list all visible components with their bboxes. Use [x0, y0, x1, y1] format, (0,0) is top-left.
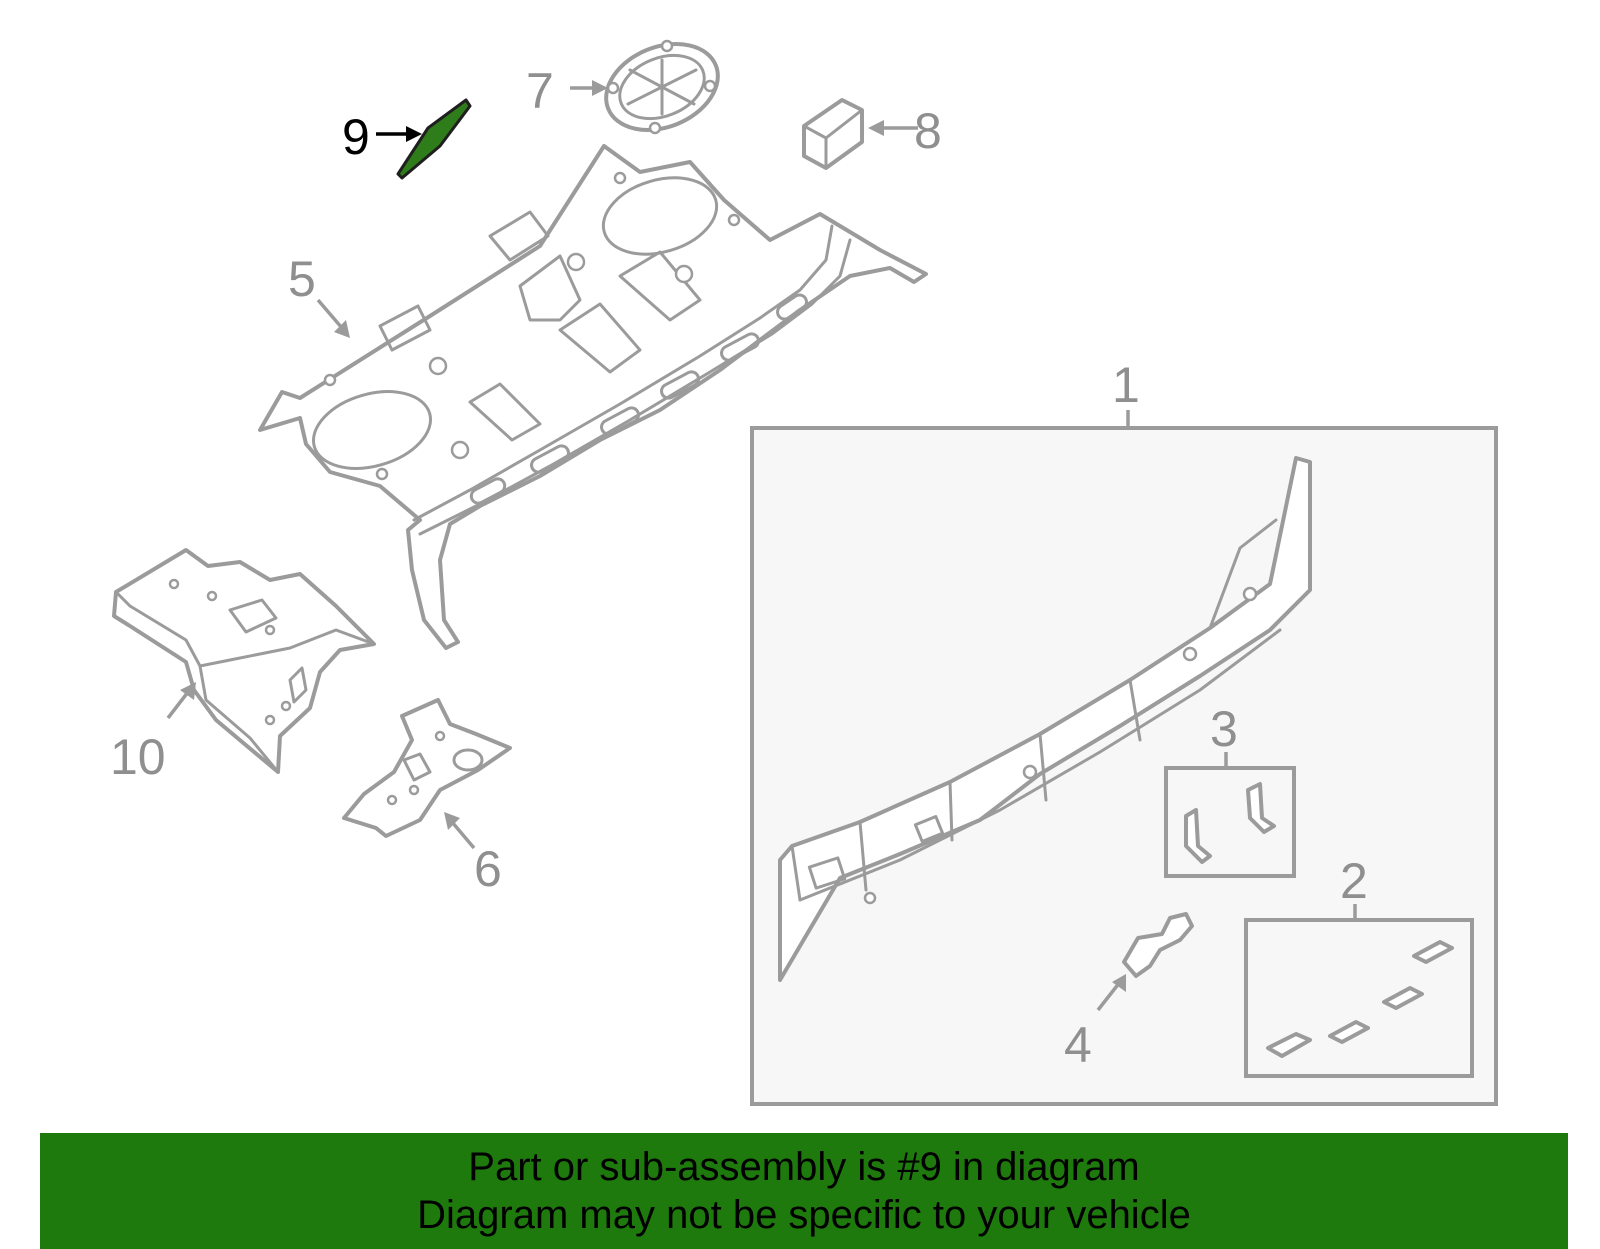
- callout-10: 10: [110, 729, 166, 785]
- callout-8: 8: [914, 103, 942, 159]
- part-4-bracket[interactable]: [1122, 912, 1194, 978]
- part-6-reinforcement[interactable]: [342, 698, 512, 838]
- part-8-block[interactable]: [802, 98, 864, 170]
- callout-4: 4: [1064, 1017, 1092, 1073]
- callout-2: 2: [1340, 853, 1368, 909]
- part-9-highlighted[interactable]: [396, 98, 472, 180]
- part-1-rear-panel[interactable]: [778, 456, 1312, 982]
- part-7-speaker-bracket[interactable]: [593, 28, 731, 146]
- info-banner: Part or sub-assembly is #9 in diagram Di…: [40, 1133, 1568, 1249]
- banner-line-part-info: Part or sub-assembly is #9 in diagram: [468, 1145, 1140, 1189]
- callout-6: 6: [474, 841, 502, 897]
- part-5-rear-parcel-shelf[interactable]: [258, 144, 928, 650]
- callout-1: 1: [1112, 357, 1140, 413]
- part-3-brackets[interactable]: [1184, 782, 1276, 864]
- callout-leaders: [166, 80, 1357, 1012]
- banner-line-disclaimer: Diagram may not be specific to your vehi…: [417, 1193, 1191, 1237]
- part-2-clips[interactable]: [1266, 940, 1454, 1058]
- callout-7: 7: [526, 63, 554, 119]
- callout-5: 5: [288, 251, 316, 307]
- callout-3: 3: [1210, 701, 1238, 757]
- callout-9: 9: [342, 109, 370, 165]
- part-10-floor-section[interactable]: [112, 548, 376, 774]
